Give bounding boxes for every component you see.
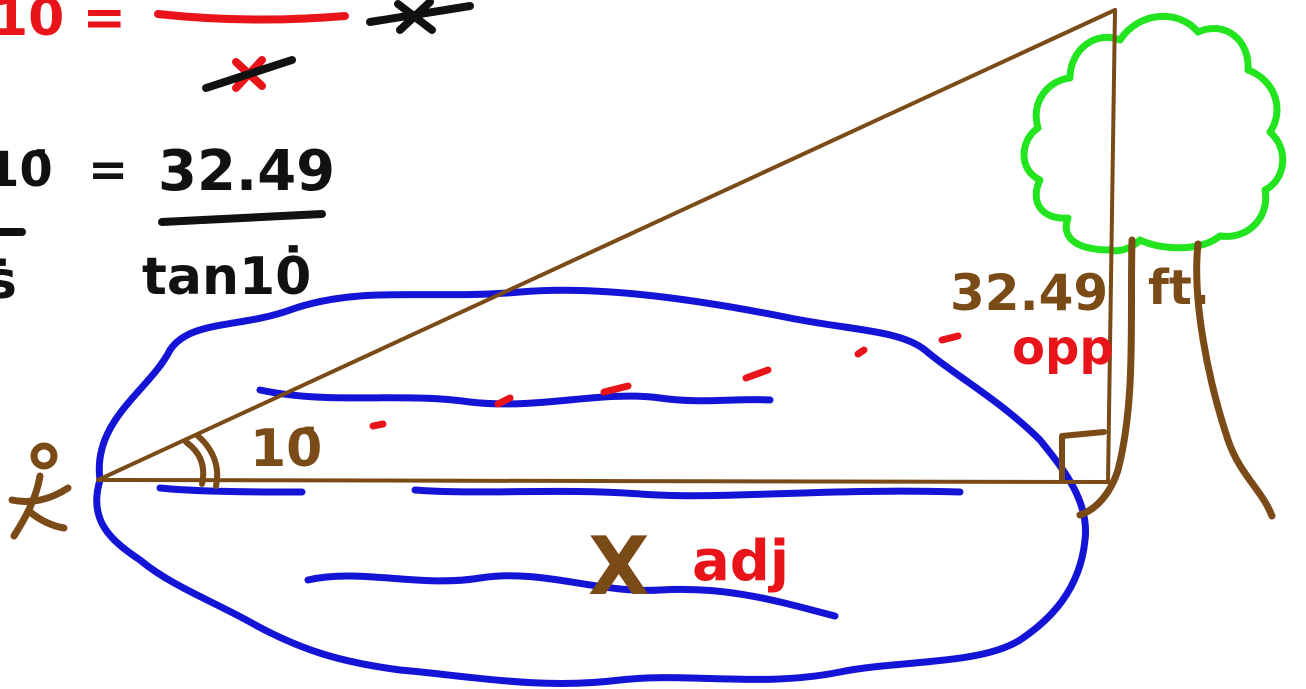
- eq2-equals: =: [88, 142, 128, 198]
- trunk-left: [1076, 236, 1136, 519]
- equation-line-1: 10 =: [0, 0, 474, 92]
- dash: [938, 332, 962, 344]
- wave-left: [156, 484, 306, 496]
- adjacent-side: [96, 478, 1110, 484]
- dash: [600, 382, 632, 396]
- opposite-side: [1106, 8, 1117, 484]
- hypotenuse: [96, 8, 1117, 482]
- angle-arc-inner: [183, 439, 207, 487]
- person-arms: [8, 484, 72, 505]
- eq1-fraction-bar: [154, 10, 349, 24]
- equation-line-2: 10̇ = 32.49 tan10̇ ṡ: [0, 139, 335, 311]
- wave-lower: [304, 572, 839, 620]
- person-figure: [8, 442, 72, 540]
- lake: [93, 286, 1090, 687]
- angle-label: 10̇: [250, 419, 322, 479]
- trunk-right: [1193, 240, 1276, 520]
- eq2-numerator: 32.49: [158, 139, 335, 204]
- lake-shoreline: [93, 286, 1090, 687]
- red-dashes: [369, 332, 962, 430]
- tree: [1020, 12, 1287, 520]
- dash: [369, 420, 387, 430]
- height-unit-label: ft.: [1148, 260, 1210, 316]
- wave-middle: [411, 486, 964, 500]
- person-body: [10, 472, 44, 540]
- opp-label: opp: [1012, 320, 1114, 376]
- eq1-crossed-x-top: [366, 0, 474, 34]
- tree-canopy: [1020, 12, 1287, 255]
- dash: [854, 346, 868, 358]
- eq1-left-text: 10 =: [0, 0, 126, 48]
- x-mark: [394, 0, 436, 34]
- height-label: 32.49: [950, 264, 1108, 322]
- person-leg: [26, 508, 68, 532]
- wave-upper: [256, 386, 774, 408]
- right-angle-marker: [1059, 429, 1107, 483]
- strike-line: [202, 56, 296, 92]
- eq2-left-bottom: ṡ: [0, 251, 17, 311]
- eq2-fraction-bar: [158, 210, 326, 226]
- eq1-crossed-x-bottom: [202, 56, 296, 92]
- adj-label: adj: [692, 529, 789, 594]
- angle-arc-outer: [195, 433, 221, 489]
- x-label: X: [588, 520, 650, 613]
- person-head: [30, 442, 58, 470]
- eq2-left-top: 10̇: [0, 142, 53, 198]
- dash: [742, 366, 772, 382]
- triangle: [96, 8, 1117, 489]
- eq2-denominator: tan10̇: [142, 245, 311, 307]
- dash: [494, 394, 514, 408]
